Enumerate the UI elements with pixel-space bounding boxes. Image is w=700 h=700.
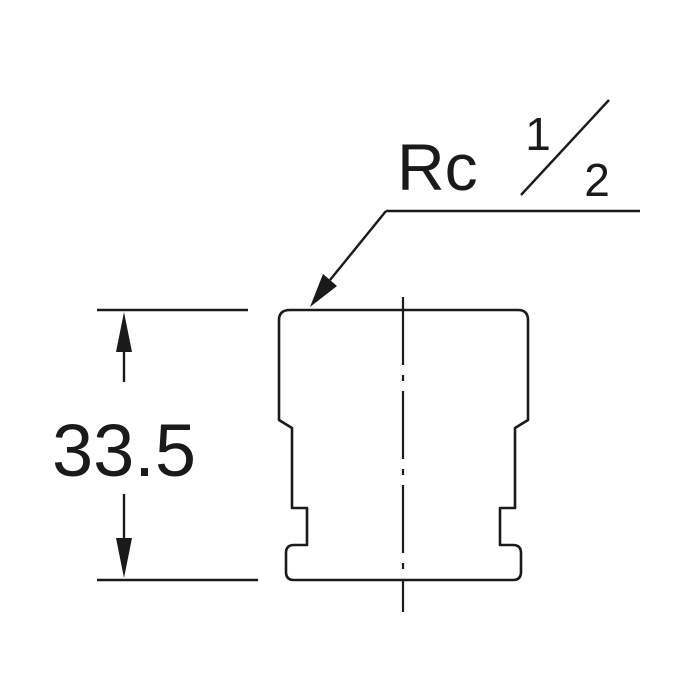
dimension-arrow-up [116, 312, 132, 352]
thread-fraction-slash [520, 99, 610, 196]
callout-leader-line [329, 210, 387, 281]
height-dimension-label: 33.5 [52, 409, 196, 492]
thread-fraction-numerator: 1 [525, 108, 551, 160]
callout-leader-arrow [310, 274, 337, 307]
thread-type-label: Rc [397, 130, 478, 204]
dimension-arrow-down [116, 538, 132, 578]
fitting-outline [277, 308, 530, 582]
thread-fraction-denominator: 2 [584, 154, 610, 206]
